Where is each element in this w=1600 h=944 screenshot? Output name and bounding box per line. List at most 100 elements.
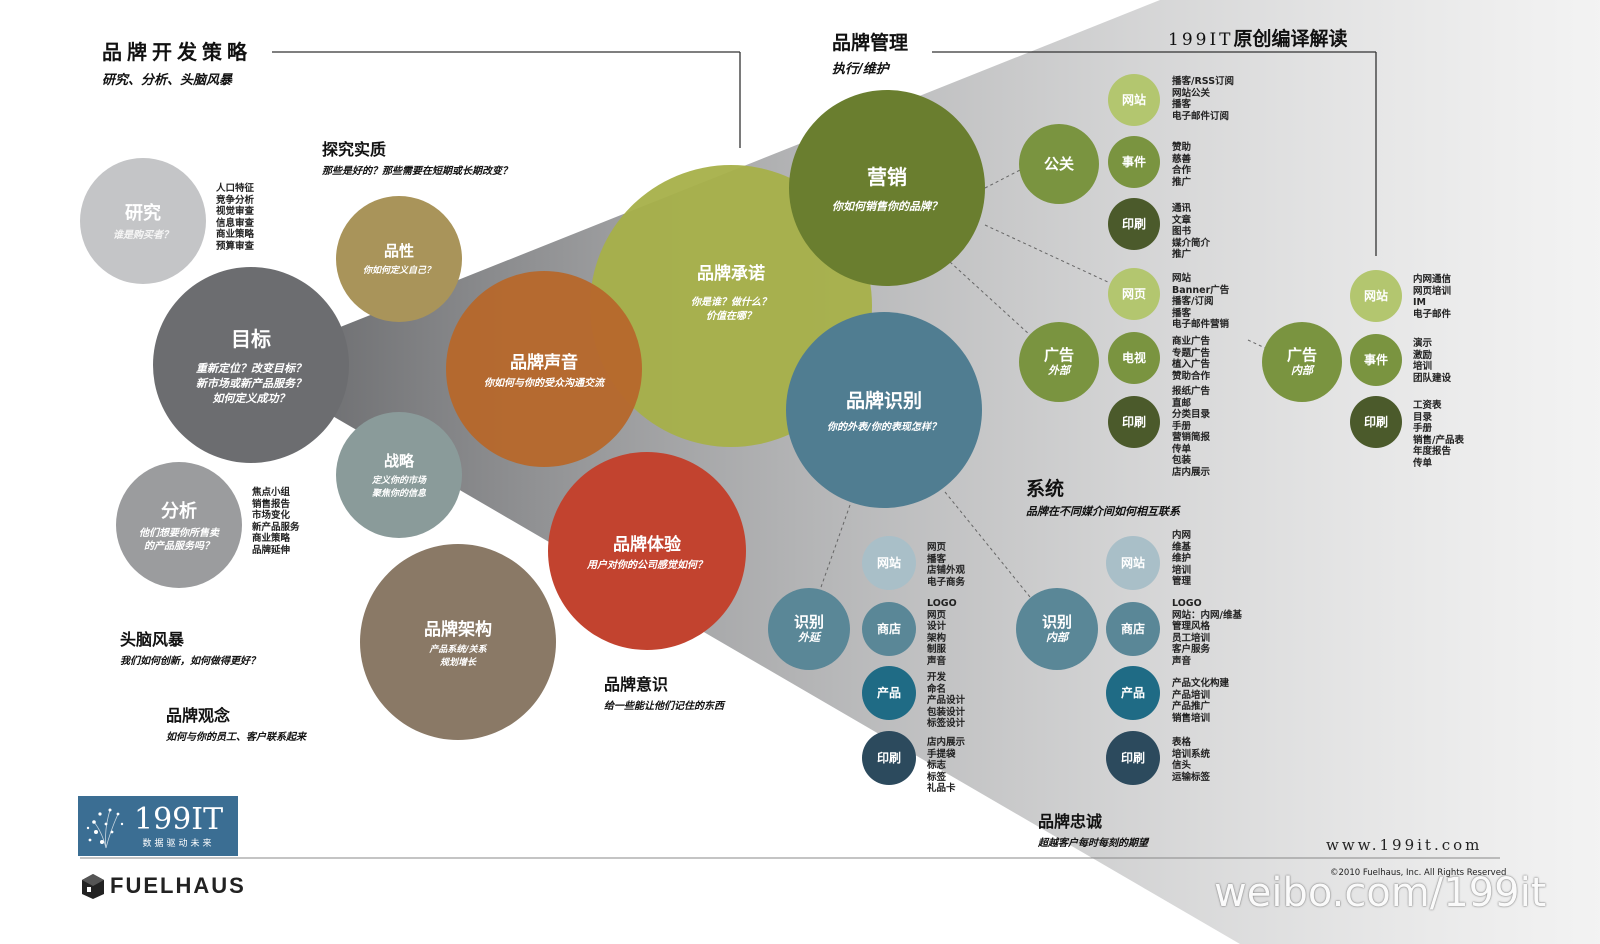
awareness-title: 品牌意识 xyxy=(604,675,669,694)
id-ext-product-label: 产品 xyxy=(876,685,901,700)
architecture-subtitle-line: 规划增长 xyxy=(439,657,476,668)
brand-promise-subtitle-line: 价值在哪？ xyxy=(706,310,756,322)
brand-experience-circle: 品牌体验 用户对你的公司感觉如何？ xyxy=(548,452,746,650)
architecture-subtitle: 产品系统/关系 规划增长 xyxy=(429,644,486,668)
list-item: 播客 xyxy=(1172,99,1192,110)
brand-promise-title: 品牌承诺 xyxy=(697,264,765,284)
dev-strategy-subtitle: 研究、分析、头脑风暴 xyxy=(102,73,233,88)
list-item: LOGO xyxy=(1172,598,1202,609)
list-item: 播客 xyxy=(927,553,947,565)
list-item: 报纸广告 xyxy=(1172,386,1211,397)
list-item: 店铺外观 xyxy=(927,565,966,576)
list-item: 合作 xyxy=(1172,165,1192,176)
pr-title: 公关 xyxy=(1043,155,1074,173)
list-item: 产品培训 xyxy=(1172,689,1211,701)
id-ext-print-list: 店内展示 手提袋 标志 标签 礼品卡 xyxy=(927,737,965,795)
site-url: www.199it.com xyxy=(1326,836,1483,854)
list-item: 培训系统 xyxy=(1172,748,1211,760)
list-item: 店内展示 xyxy=(927,737,966,748)
ad-int-title: 广告 xyxy=(1286,346,1317,365)
dev-strategy-title: 品牌开发策略 xyxy=(102,40,252,64)
list-item: 礼品卡 xyxy=(927,783,956,794)
research-subtitle: 谁是购买者？ xyxy=(113,230,173,242)
list-item: 表格 xyxy=(1172,737,1192,748)
list-item: 慈善 xyxy=(1172,153,1192,165)
brainstorm-subtitle: 我们如何创新，如何做得更好？ xyxy=(120,656,260,667)
ad-int-print-label: 印刷 xyxy=(1363,414,1388,429)
ad-int-print-list: 工资表 目录 手册 销售/产品表 年度报告 传单 xyxy=(1413,400,1464,469)
list-item: 运输标签 xyxy=(1172,771,1211,783)
list-item: 信息审查 xyxy=(216,217,255,229)
list-item: 传单 xyxy=(1172,443,1192,455)
list-item: 声音 xyxy=(1172,655,1192,667)
goal-subtitle-line: 重新定位？改变目标？ xyxy=(196,362,306,376)
brand-voice-title: 品牌声音 xyxy=(510,352,578,373)
id-ext-store-list: LOGO 网页 设计 架构 制服 声音 xyxy=(927,598,957,667)
id-ext-subtitle: 外延 xyxy=(798,631,820,645)
weibo-watermark: weibo.com/199it xyxy=(1214,870,1547,916)
personality-circle: 品性 你如何定义自己？ xyxy=(336,196,462,322)
list-item: 手册 xyxy=(1413,423,1433,434)
pr-web-list: 播客/RSS订阅 网站公关 播客 电子邮件订阅 xyxy=(1172,76,1234,122)
architecture-circle: 品牌架构 产品系统/关系 规划增长 xyxy=(360,544,556,740)
ad-ext-tv-circle: 电视 xyxy=(1108,332,1160,384)
list-item: 产品设计 xyxy=(927,695,966,706)
concept-title: 品牌观念 xyxy=(166,706,231,725)
goal-circle: 目标 重新定位？改变目标？ 新市场或新产品服务？ 如何定义成功？ xyxy=(153,267,349,463)
list-item: 内网通信 xyxy=(1413,274,1452,285)
id-ext-store-circle: 商店 xyxy=(862,602,916,656)
brand-experience-subtitle: 用户对你的公司感觉如何？ xyxy=(587,559,707,571)
strategy-circle: 战略 定义你的市场 聚焦你的信息 xyxy=(336,412,462,538)
list-item: 预算审查 xyxy=(216,240,255,252)
marketing-subtitle: 你如何销售你的品牌？ xyxy=(832,200,942,214)
id-int-print-list: 表格 培训系统 信头 运输标签 xyxy=(1172,737,1210,783)
id-int-circle: 识别 内部 xyxy=(1016,588,1098,670)
ad-ext-circle: 广告 外部 xyxy=(1019,322,1099,402)
list-item: 工资表 xyxy=(1413,400,1442,411)
system-title: 系统 xyxy=(1026,478,1065,500)
list-item: 包装 xyxy=(1172,455,1192,466)
list-item: 文章 xyxy=(1172,214,1192,226)
system-subtitle: 品牌在不同媒介间如何相互联系 xyxy=(1026,505,1180,518)
pr-web-circle: 网站 xyxy=(1108,74,1160,126)
list-item: 商业策略 xyxy=(216,229,255,240)
list-item: 植入广告 xyxy=(1172,359,1211,370)
list-item: 市场变化 xyxy=(252,510,291,521)
brand-identity-title: 品牌识别 xyxy=(845,389,922,412)
ad-ext-web-list: 网站 Banner广告 播客/订阅 播客 电子邮件营销 xyxy=(1172,273,1229,331)
analysis-circle: 分析 他们想要你所售卖 的产品服务吗？ xyxy=(116,462,242,588)
analysis-subtitle-line: 的产品服务吗？ xyxy=(144,541,214,552)
list-item: 人口特征 xyxy=(216,183,255,194)
199it-logo: 199IT 数据驱动未来 xyxy=(78,796,238,856)
fiber-burst-icon xyxy=(86,808,124,849)
goal-subtitle-line: 如何定义成功？ xyxy=(212,391,290,405)
list-item: 团队建设 xyxy=(1413,372,1452,384)
list-item: 赞助 xyxy=(1172,142,1192,153)
199it-logo-name: 199IT xyxy=(134,801,224,837)
research-title: 研究 xyxy=(125,203,161,225)
ad-int-event-circle: 事件 xyxy=(1350,334,1402,386)
research-list: 人口特征 竞争分析 视觉审查 信息审查 商业策略 预算审查 xyxy=(216,183,254,252)
explore-subtitle: 那些是好的？那些需要在短期或长期改变？ xyxy=(322,166,512,177)
ad-int-print-circle: 印刷 xyxy=(1350,396,1402,448)
list-item: 开发 xyxy=(927,672,947,683)
strategy-subtitle-line: 聚焦你的信息 xyxy=(371,488,426,499)
concept-label: 品牌观念 如何与你的员工、客户联系起来 xyxy=(166,702,306,743)
analysis-title: 分析 xyxy=(161,500,197,522)
list-item: 员工培训 xyxy=(1172,632,1211,644)
list-item: 网站：内网/维基 xyxy=(1172,609,1242,621)
goal-title: 目标 xyxy=(231,327,271,352)
ad-int-web-list: 内网通信 网页培训 IM 电子邮件 xyxy=(1413,274,1451,320)
architecture-subtitle-line: 产品系统/关系 xyxy=(429,645,487,656)
id-int-product-list: 产品文化构建 产品培训 产品推广 销售培训 xyxy=(1172,678,1229,724)
id-int-web-list: 内网 维基 维护 培训 管理 xyxy=(1172,530,1191,588)
list-item: 播客/订阅 xyxy=(1172,296,1214,307)
id-ext-title: 识别 xyxy=(793,613,824,632)
list-item: 声音 xyxy=(927,655,947,667)
id-ext-print-label: 印刷 xyxy=(876,750,901,765)
ad-int-web-circle: 网站 xyxy=(1350,270,1402,322)
list-item: LOGO xyxy=(927,598,957,609)
id-ext-web-circle: 网站 xyxy=(862,536,916,590)
list-item: 维基 xyxy=(1172,541,1192,553)
awareness-subtitle: 给一些能让他们记住的东西 xyxy=(604,701,724,712)
